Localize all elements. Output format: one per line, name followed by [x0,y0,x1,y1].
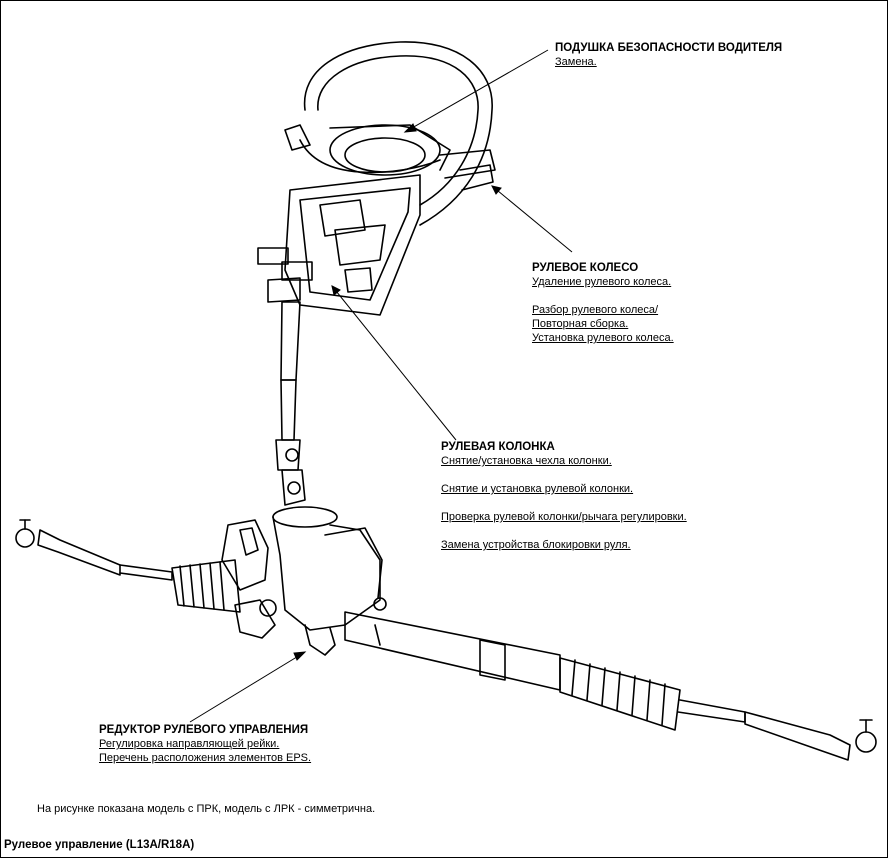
steering-column-title: РУЛЕВАЯ КОЛОНКА [441,441,555,453]
wheel-reassembly-link[interactable]: Повторная сборка. [532,318,629,330]
gearbox-title: РЕДУКТОР РУЛЕВОГО УПРАВЛЕНИЯ [99,724,309,736]
gearbox-arrowhead [293,651,307,661]
eps-component-location-link[interactable]: Перечень расположения элементов EPS. [99,752,312,764]
gearbox-drawing [221,506,387,656]
steering-lock-replace-link[interactable]: Замена устройства блокировки руля. [441,539,631,551]
airbag-replace-link[interactable]: Замена. [555,56,597,68]
symmetry-note: На рисунке показана модель с ПРК, модель… [37,803,376,815]
column-cover-link[interactable]: Снятие/установка чехла колонки. [441,455,612,467]
airbag-callout: ПОДУШКА БЕЗОПАСНОСТИ ВОДИТЕЛЯ Замена. [555,41,782,69]
column-remove-install-link[interactable]: Снятие и установка рулевой колонки. [441,483,634,495]
steering-wheel-callout: РУЛЕВОЕ КОЛЕСО Удаление рулевого колеса.… [532,261,674,345]
wheel-disassembly-link[interactable]: Разбор рулевого колеса/ [532,304,659,316]
figure-caption: Рулевое управление (L13A/R18A) [4,839,195,851]
column-arrowhead [331,285,341,296]
airbag-title: ПОДУШКА БЕЗОПАСНОСТИ ВОДИТЕЛЯ [555,42,783,54]
wheel-arrowhead [491,185,502,195]
steering-wheel-drawing [284,41,496,226]
steering-column-drawing [257,174,421,506]
steering-column-callout: РУЛЕВАЯ КОЛОНКА Снятие/установка чехла к… [441,440,687,552]
column-inspection-link[interactable]: Проверка рулевой колонки/рычага регулиро… [441,511,687,523]
wheel-leader-line [491,185,573,253]
wheel-install-link[interactable]: Установка рулевого колеса. [532,332,674,344]
left-tie-rod-drawing [15,519,241,613]
column-leader-line [331,285,457,441]
airbag-arrowhead [403,123,417,133]
steering-wheel-title: РУЛЕВОЕ КОЛЕСО [532,262,639,274]
right-tie-rod-drawing [559,657,877,761]
wheel-removal-link[interactable]: Удаление рулевого колеса. [532,276,672,288]
airbag-leader-line [404,49,549,133]
gearbox-callout: РЕДУКТОР РУЛЕВОГО УПРАВЛЕНИЯ Регулировка… [99,723,311,765]
rack-guide-adjust-link[interactable]: Регулировка направляющей рейки. [99,738,280,750]
gearbox-leader-line [189,651,306,723]
rack-tube-drawing [344,611,561,691]
